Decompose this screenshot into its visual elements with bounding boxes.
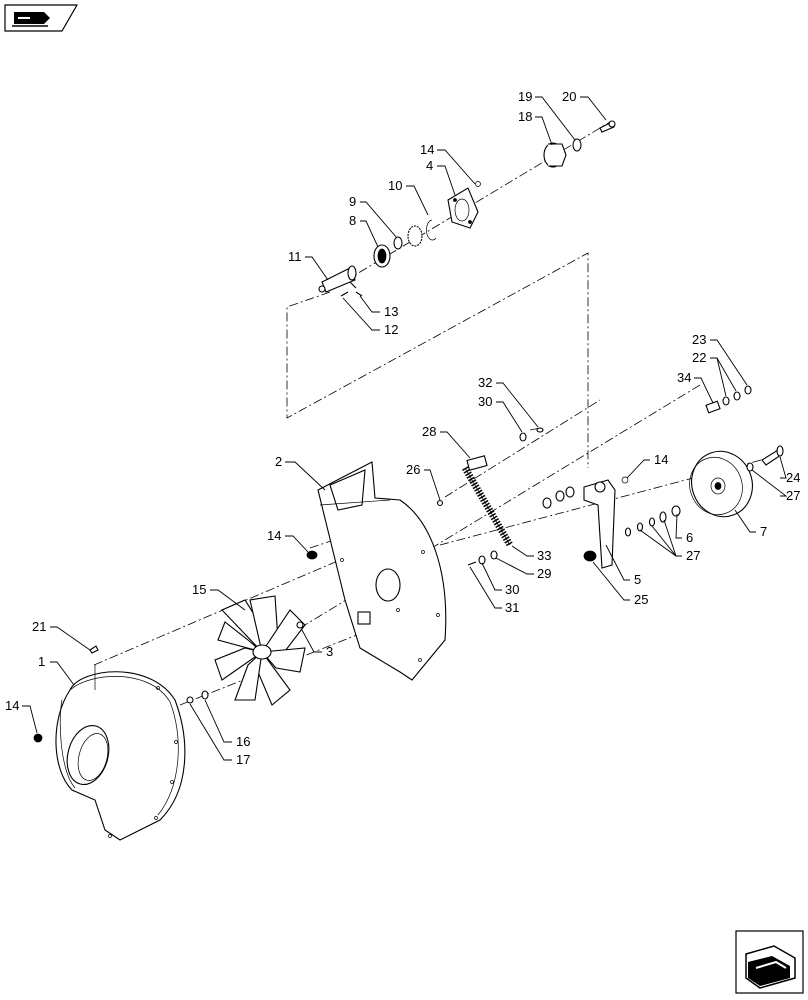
idler-arm [583,479,616,569]
callout-labels: 19 20 18 14 4 10 9 8 11 13 12 23 22 34 3… [5,89,800,767]
back-plate [317,461,447,681]
callout-31: 31 [505,600,519,615]
callout-17: 17 [236,752,250,767]
callout-30: 30 [478,394,492,409]
callout-16: 16 [236,734,250,749]
callout-22: 22 [692,350,706,365]
callout-6: 6 [686,530,693,545]
callout-27: 27 [786,488,800,503]
callout-7: 7 [760,524,767,539]
callout-21: 21 [32,619,46,634]
next-page-arrow-icon[interactable] [735,930,804,994]
callout-14: 14 [654,452,668,467]
fan-impeller [214,595,306,706]
book-arrow-icon[interactable] [4,4,79,32]
spacer [466,455,488,471]
callout-23: 23 [692,332,706,347]
callout-10: 10 [388,178,402,193]
callout-19: 19 [518,89,532,104]
callout-14: 14 [267,528,281,543]
callout-9: 9 [349,194,356,209]
callout-15: 15 [192,582,206,597]
callout-12: 12 [384,322,398,337]
fan-housing [55,665,186,841]
callout-24: 24 [786,470,800,485]
callout-32: 32 [478,375,492,390]
callout-20: 20 [562,89,576,104]
callout-4: 4 [426,158,433,173]
callout-1: 1 [38,654,45,669]
callout-27: 27 [686,548,700,563]
callout-34: 34 [677,370,691,385]
callout-14: 14 [420,142,434,157]
callout-8: 8 [349,213,356,228]
callout-14: 14 [5,698,19,713]
callout-2: 2 [275,454,282,469]
pulley [689,450,753,518]
callout-28: 28 [422,424,436,439]
callout-26: 26 [406,462,420,477]
callout-25: 25 [634,592,648,607]
leader-lines [22,96,788,761]
callout-18: 18 [518,109,532,124]
tension-spring [461,466,514,547]
callout-30: 30 [505,582,519,597]
callout-11: 11 [288,249,302,264]
callout-5: 5 [634,572,641,587]
callout-29: 29 [537,566,551,581]
shaft-assembly [318,120,616,293]
callout-3: 3 [326,644,333,659]
callout-33: 33 [537,548,551,563]
callout-13: 13 [384,304,398,319]
hardware [33,291,784,743]
